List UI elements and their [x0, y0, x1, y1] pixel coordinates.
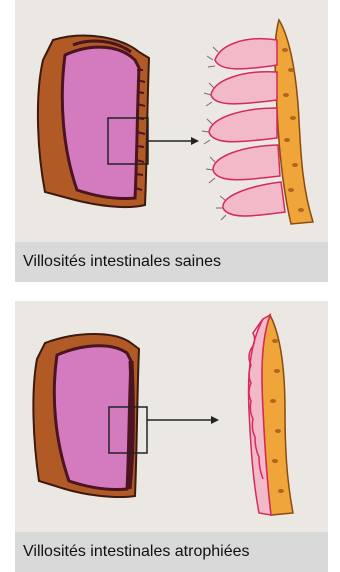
- healthy-villi-caption: Villosités intestinales saines: [15, 242, 328, 282]
- intestine-segment-healthy: [38, 36, 149, 208]
- intestine-segment-atrophied: [33, 334, 139, 497]
- healthy-villi-panel: Villosités intestinales saines: [15, 0, 328, 282]
- atrophied-villi-caption: Villosités intestinales atrophiées: [15, 532, 328, 572]
- healthy-villi-illustration: [15, 0, 328, 242]
- atrophied-villi-panel: Villosités intestinales atrophiées: [15, 301, 328, 572]
- atrophied-villi-illustration: [15, 301, 328, 532]
